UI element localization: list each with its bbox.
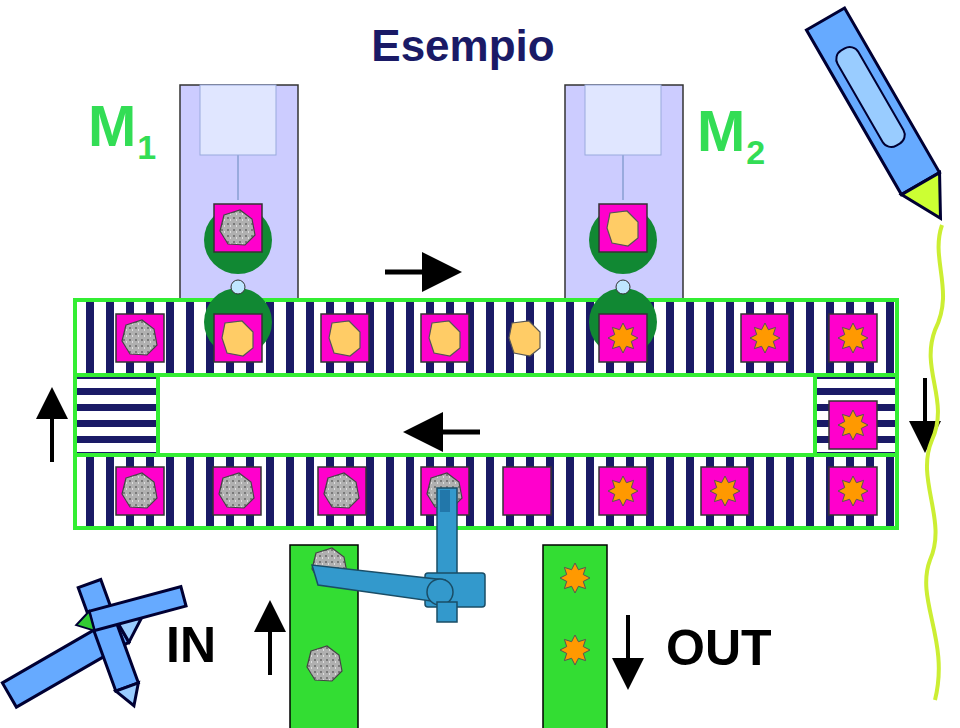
conveyor-label: IN: [166, 620, 216, 670]
machine-index: 1: [137, 130, 156, 164]
machine-name: M: [88, 97, 136, 155]
diagram-title: Esempio: [371, 24, 554, 68]
conveyor-label: OUT: [666, 623, 772, 673]
machine-index: 2: [746, 135, 765, 169]
machine-name: M: [697, 102, 745, 160]
